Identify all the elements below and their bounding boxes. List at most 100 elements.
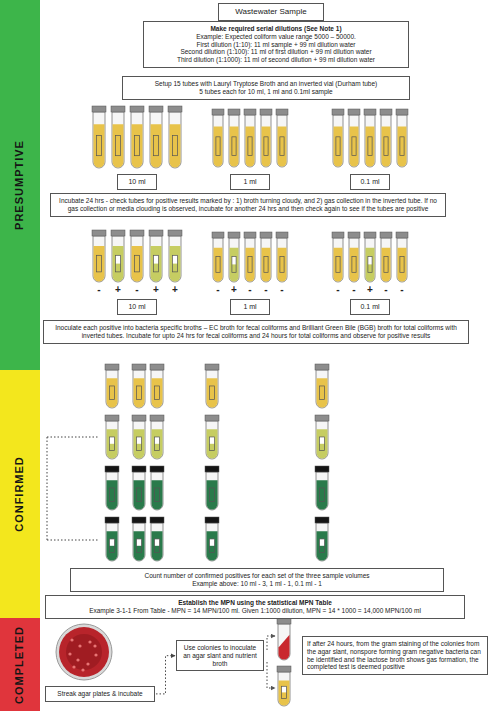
- phase-label: CONFIRMED: [13, 456, 26, 532]
- tube-liquid: [134, 378, 145, 407]
- durham-vial: [209, 539, 214, 553]
- tube-glass: [112, 236, 124, 282]
- note-box: Make required serial dilutions (See Note…: [143, 21, 409, 68]
- gas-bubble: [115, 255, 120, 263]
- durham-vial: [232, 256, 236, 272]
- tube-liquid: [278, 248, 287, 282]
- test-tube: [205, 517, 219, 561]
- durham-vial: [319, 386, 324, 400]
- tube-cap: [92, 230, 106, 236]
- test-tube: [244, 232, 256, 282]
- box-text: Count number of confirmed positives for …: [75, 572, 439, 580]
- tube-cap: [149, 106, 163, 112]
- gas-bubble: [109, 437, 114, 444]
- tube-liquid: [207, 378, 218, 407]
- tube-glass: [229, 238, 239, 282]
- test-result-sign: -: [380, 285, 392, 295]
- dotted-leader: [267, 662, 275, 688]
- tube-cap: [132, 517, 146, 523]
- tube-cap: [105, 517, 119, 523]
- tube-cap: [380, 109, 392, 115]
- colony: [76, 658, 79, 661]
- tube-glass: [150, 236, 162, 282]
- test-result-sign: -: [93, 285, 105, 295]
- gas-bubble: [154, 539, 159, 546]
- tube-liquid: [152, 378, 163, 407]
- tube-glass: [112, 112, 124, 168]
- test-result-sign: +: [112, 285, 124, 295]
- tube-liquid: [107, 378, 118, 407]
- tube-cap: [130, 106, 144, 112]
- volume-box: 10 ml: [117, 174, 157, 190]
- box-text: 10 ml: [122, 303, 152, 311]
- tube-cap: [205, 466, 219, 472]
- tube-liquid: [94, 246, 105, 281]
- gas-bubble: [136, 437, 141, 444]
- phase-band: CONFIRMED: [0, 370, 40, 618]
- tube-liquid: [214, 248, 223, 282]
- test-tube: [205, 364, 219, 408]
- durham-vial: [319, 488, 324, 502]
- tube-glass: [151, 421, 163, 459]
- tube-liquid: [317, 429, 328, 458]
- tube-cap: [277, 666, 291, 672]
- tube-glass: [206, 421, 218, 459]
- tube-glass: [261, 115, 271, 167]
- tube-glass: [133, 421, 145, 459]
- durham-vial: [400, 256, 404, 272]
- durham-vial: [109, 437, 114, 451]
- box-text: First dilution (1:10): 11 ml sample + 99…: [148, 41, 404, 49]
- test-result-sign: -: [244, 285, 256, 295]
- gas-bubble: [319, 437, 324, 444]
- box-text: Establish the MPN using the statistical …: [50, 599, 460, 607]
- tube-liquid: [132, 246, 143, 281]
- durham-vial: [384, 137, 388, 156]
- plate-inner: [66, 634, 102, 670]
- tube-cap: [276, 109, 288, 115]
- tube-cap: [111, 230, 125, 236]
- tube-cap: [111, 106, 125, 112]
- tube-liquid: [152, 480, 163, 509]
- tube-cap: [364, 109, 376, 115]
- tube-cap: [348, 109, 360, 115]
- tube-liquid: [262, 126, 271, 166]
- test-result-sign: +: [228, 285, 240, 295]
- tube-liquid: [134, 480, 145, 509]
- volume-box: 0.1 ml: [350, 174, 390, 190]
- box-text: 5 tubes each for 10 ml, 1 ml and 0.1ml s…: [127, 88, 405, 96]
- gas-bubble: [172, 255, 177, 263]
- colony: [86, 662, 89, 665]
- tube-glass: [381, 238, 391, 282]
- test-result-sign: -: [212, 285, 224, 295]
- tube-glass: [106, 370, 118, 408]
- tube-glass: [277, 115, 287, 167]
- test-tube: [150, 364, 164, 408]
- durham-vial: [153, 136, 158, 156]
- test-result-sign: -: [332, 285, 344, 295]
- durham-vial: [209, 386, 214, 400]
- box-text: Example: Expected coliform value range 5…: [148, 33, 404, 41]
- tube-glass: [397, 238, 407, 282]
- tube-liquid: [398, 126, 407, 166]
- test-tube: [105, 364, 119, 408]
- test-tube: [132, 466, 146, 510]
- tube-glass: [131, 236, 143, 282]
- box-text: Incubate 24 hrs - check tubes for positi…: [55, 197, 441, 213]
- tube-cap: [150, 364, 164, 370]
- box-text: Second dilution (1:100): 11 ml of first …: [148, 48, 404, 56]
- gas-bubble: [281, 686, 286, 692]
- durham-vial: [209, 437, 214, 451]
- box-text: 0.1 ml: [355, 178, 385, 186]
- gas-bubble: [136, 539, 141, 546]
- durham-vial: [368, 256, 372, 272]
- tube-glass: [169, 112, 181, 168]
- tube-liquid: [350, 248, 359, 282]
- test-tube: [150, 466, 164, 510]
- tube-cap: [105, 415, 119, 421]
- durham-vial: [352, 256, 356, 272]
- tube-liquid: [207, 429, 218, 458]
- durham-vial: [136, 437, 141, 451]
- tube-cap: [212, 232, 224, 238]
- box-text: Streak agar plates & incubate: [50, 690, 150, 698]
